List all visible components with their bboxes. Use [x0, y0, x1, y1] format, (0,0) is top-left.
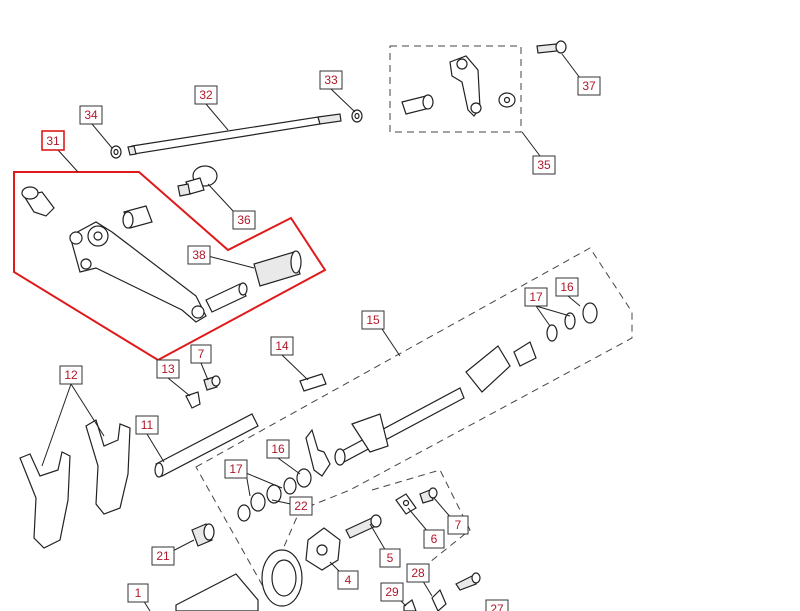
callout-5[interactable]: 5 — [379, 548, 401, 568]
part-34-nut — [110, 145, 122, 159]
callout-37[interactable]: 37 — [577, 76, 601, 96]
group-outline-lower — [371, 469, 471, 571]
callout-36[interactable]: 36 — [232, 210, 256, 230]
part-36-bolt — [177, 165, 218, 197]
svg-text:37: 37 — [582, 79, 596, 93]
svg-text:17: 17 — [229, 462, 243, 476]
svg-text:33: 33 — [324, 73, 338, 87]
svg-text:36: 36 — [237, 213, 251, 227]
part-16-17-rings-upper — [546, 302, 598, 342]
callout-14[interactable]: 14 — [270, 336, 294, 356]
part-spring — [305, 428, 331, 477]
part-7-bolt-upper — [203, 375, 221, 391]
svg-text:17: 17 — [529, 290, 543, 304]
part-12-forks — [19, 419, 131, 549]
part-7-bolt-lower — [419, 487, 438, 504]
part-28-29-spring — [403, 588, 447, 611]
callout-17-lower[interactable]: 17 — [224, 459, 248, 479]
svg-text:7: 7 — [455, 518, 462, 532]
callout-15[interactable]: 15 — [361, 310, 385, 330]
part-5-bolt — [345, 514, 382, 539]
svg-text:4: 4 — [345, 573, 352, 587]
callout-6[interactable]: 6 — [423, 529, 445, 549]
svg-text:38: 38 — [192, 248, 206, 262]
callout-11[interactable]: 11 — [135, 415, 159, 435]
part-33-nut — [351, 109, 363, 123]
svg-text:28: 28 — [411, 566, 425, 580]
svg-text:14: 14 — [275, 339, 289, 353]
group-outline-35 — [389, 45, 522, 133]
part-bearing-large — [261, 549, 303, 607]
svg-text:12: 12 — [64, 368, 78, 382]
part-15-shaft — [334, 341, 537, 466]
svg-text:1: 1 — [135, 586, 142, 600]
part-4-star — [305, 527, 341, 571]
callout-12[interactable]: 12 — [59, 365, 83, 385]
callout-13[interactable]: 13 — [156, 359, 180, 379]
callout-33[interactable]: 33 — [319, 70, 343, 90]
svg-text:21: 21 — [156, 549, 170, 563]
callout-34[interactable]: 34 — [79, 105, 103, 125]
svg-text:11: 11 — [141, 418, 154, 432]
callout-29[interactable]: 29 — [380, 582, 404, 602]
part-6-plate — [395, 493, 417, 515]
svg-text:13: 13 — [161, 362, 175, 376]
callout-7-upper[interactable]: 7 — [190, 344, 212, 364]
part-21-bearing — [191, 523, 215, 547]
svg-text:35: 35 — [537, 158, 551, 172]
svg-text:29: 29 — [385, 585, 399, 599]
svg-text:32: 32 — [199, 88, 213, 102]
callout-4[interactable]: 4 — [337, 570, 359, 590]
svg-text:7: 7 — [198, 347, 205, 361]
part-1-drum — [175, 573, 259, 611]
svg-text:16: 16 — [271, 442, 285, 456]
part-37-bolt — [536, 40, 567, 54]
callout-22[interactable]: 22 — [289, 496, 313, 516]
part-16-17-22-rings-lower — [237, 468, 312, 522]
part-32-rod — [127, 113, 342, 156]
callout-16-lower[interactable]: 16 — [266, 439, 290, 459]
callout-16[interactable]: 16 — [555, 277, 579, 297]
leader-lines — [41, 53, 581, 611]
svg-text:5: 5 — [387, 551, 394, 565]
svg-text:15: 15 — [366, 313, 380, 327]
callout-7-lower[interactable]: 7 — [447, 515, 469, 535]
callout-38[interactable]: 38 — [187, 245, 211, 265]
kit-31-highlight — [13, 171, 327, 362]
callout-32[interactable]: 32 — [194, 85, 218, 105]
part-14-pin — [299, 373, 327, 392]
callout-28[interactable]: 28 — [406, 563, 430, 583]
svg-text:27: 27 — [490, 602, 504, 611]
part-31-kit — [21, 186, 302, 323]
callout-31[interactable]: 31 — [41, 130, 65, 151]
part-11-shaft — [154, 413, 259, 478]
callout-21[interactable]: 21 — [151, 546, 175, 566]
svg-text:22: 22 — [294, 499, 308, 513]
callout-17[interactable]: 17 — [524, 287, 548, 307]
svg-text:16: 16 — [560, 280, 574, 294]
part-35-linkage — [401, 55, 516, 117]
callout-1[interactable]: 1 — [127, 583, 149, 603]
svg-text:31: 31 — [46, 134, 60, 148]
svg-text:34: 34 — [84, 108, 98, 122]
callout-27[interactable]: 27 — [485, 599, 509, 611]
part-27-bolt — [455, 572, 481, 591]
svg-text:6: 6 — [431, 532, 438, 546]
callout-35[interactable]: 35 — [532, 155, 556, 175]
